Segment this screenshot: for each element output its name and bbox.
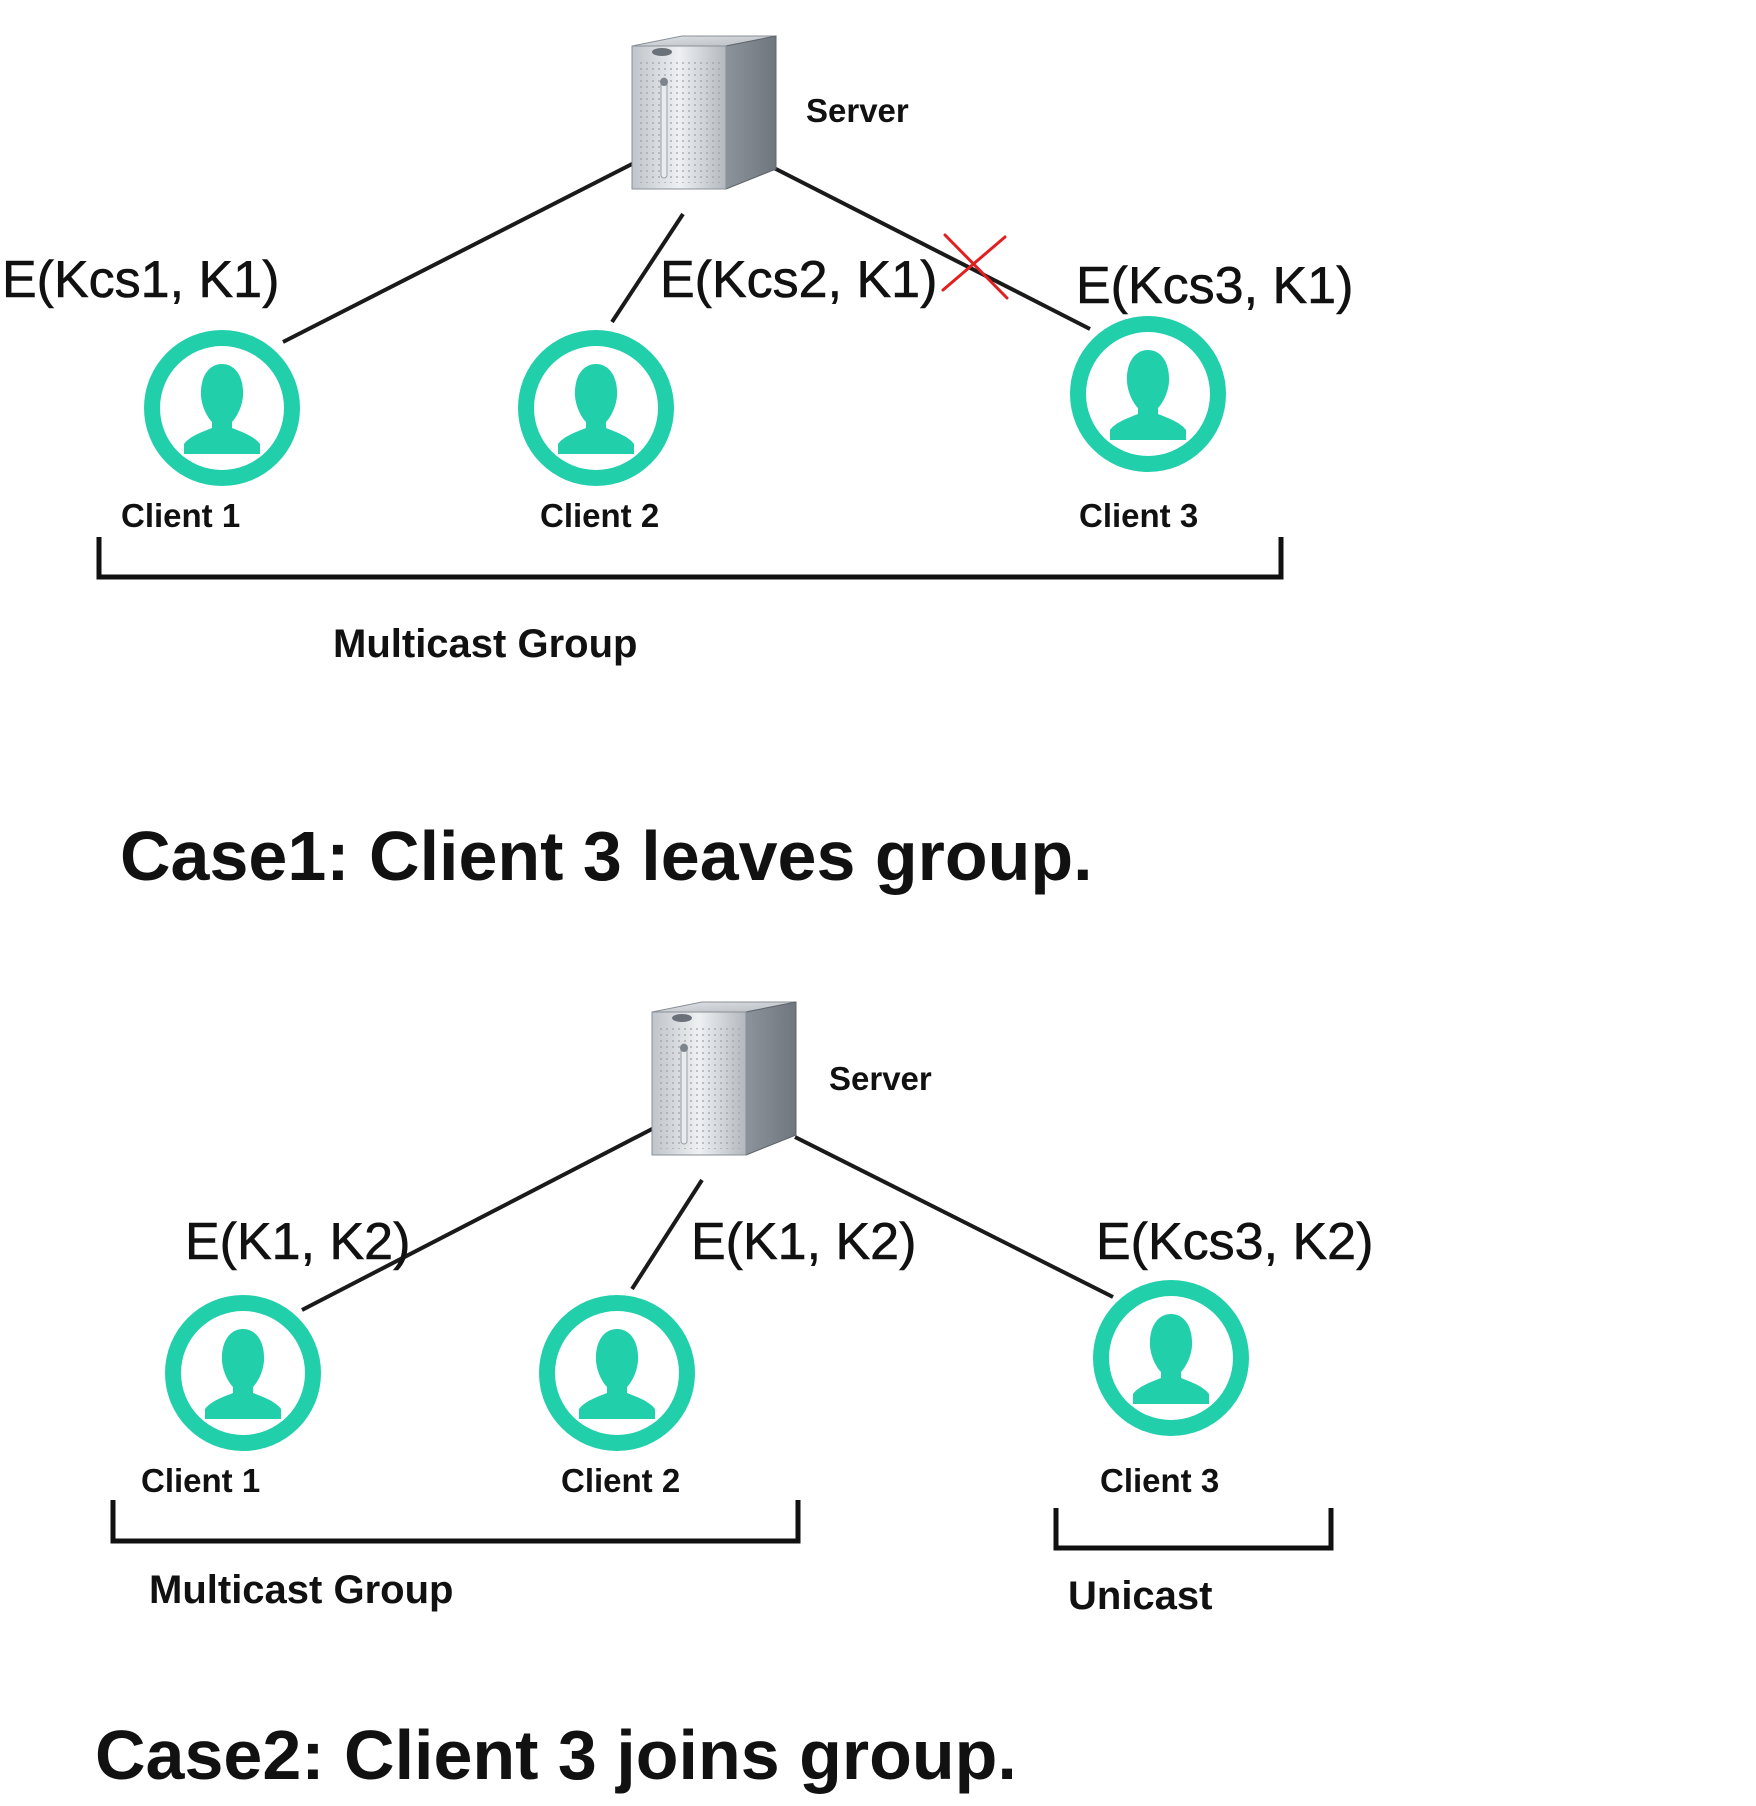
case2-multicast-group-label: Multicast Group bbox=[149, 1568, 454, 1612]
user-avatar-icon bbox=[165, 1295, 321, 1451]
case2-unicast-label: Unicast bbox=[1068, 1574, 1213, 1618]
case1-edge-label-client-3: E(Kcs3, K1) bbox=[1076, 257, 1354, 316]
case1-multicast-group-label: Multicast Group bbox=[333, 622, 638, 666]
case2-client-label-1: Client 1 bbox=[141, 1462, 261, 1499]
case1-link-client-1 bbox=[282, 161, 635, 344]
case2-edge-label-client-1: E(K1, K2) bbox=[185, 1213, 411, 1272]
server-tower-icon bbox=[651, 1001, 797, 1156]
case1-client-label-3: Client 3 bbox=[1079, 497, 1199, 534]
case2-server-label: Server bbox=[829, 1060, 932, 1097]
user-avatar-icon bbox=[1093, 1280, 1249, 1436]
case1-edge-label-client-2: E(Kcs2, K1) bbox=[660, 251, 938, 310]
case1-diagram bbox=[96, 35, 1284, 580]
case2-client-label-3: Client 3 bbox=[1100, 1462, 1220, 1499]
case2-diagram bbox=[110, 1001, 1334, 1551]
x-mark-icon bbox=[941, 233, 1009, 300]
case2-unicast-bracket bbox=[1053, 1508, 1334, 1551]
case1-client-label-2: Client 2 bbox=[540, 497, 660, 534]
user-avatar-icon bbox=[144, 330, 300, 486]
case2-multicast-bracket bbox=[110, 1500, 801, 1544]
case1-link-client-2 bbox=[610, 212, 685, 324]
case1-server-label: Server bbox=[806, 92, 909, 129]
server-tower-icon bbox=[631, 35, 777, 190]
case1-link-client-3 bbox=[773, 166, 1091, 331]
user-avatar-icon bbox=[1070, 316, 1226, 472]
case2-link-client-1 bbox=[301, 1126, 655, 1312]
user-avatar-icon bbox=[518, 330, 674, 486]
case1-multicast-bracket bbox=[96, 537, 1284, 580]
case1-title: Case1: Client 3 leaves group. bbox=[120, 817, 1093, 895]
case2-title: Case2: Client 3 joins group. bbox=[95, 1716, 1017, 1794]
case2-link-client-2 bbox=[630, 1178, 704, 1291]
case2-edge-label-client-3: E(Kcs3, K2) bbox=[1096, 1213, 1374, 1272]
case2-link-client-3 bbox=[794, 1135, 1114, 1299]
user-avatar-icon bbox=[539, 1295, 695, 1451]
case1-client-label-1: Client 1 bbox=[121, 497, 241, 534]
case2-client-label-2: Client 2 bbox=[561, 1462, 681, 1499]
case2-edge-label-client-2: E(K1, K2) bbox=[691, 1213, 917, 1272]
case1-edge-label-client-1: E(Kcs1, K1) bbox=[2, 251, 280, 310]
